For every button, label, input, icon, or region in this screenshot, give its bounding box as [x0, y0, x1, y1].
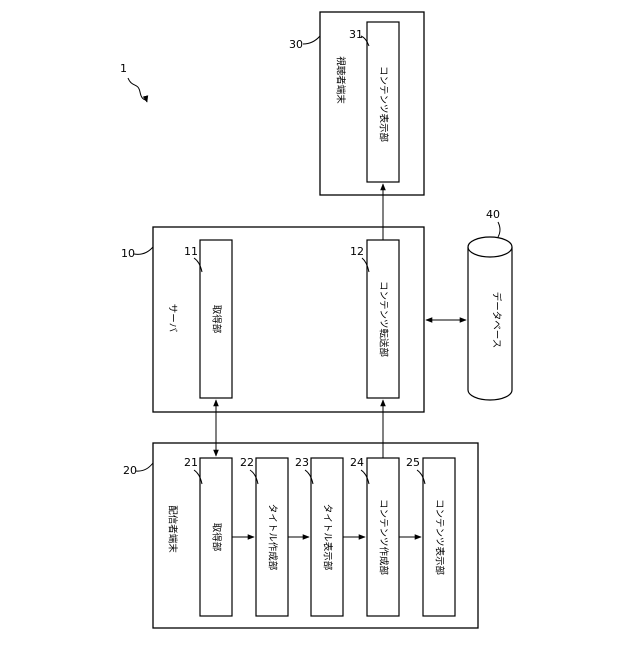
distributor-terminal-label: 配信者端末 — [167, 505, 179, 553]
server-label: サーバ — [167, 304, 178, 333]
distributor-terminal-ref: 20 — [123, 464, 137, 477]
server-content-transfer-label: コンテンツ転送部 — [378, 281, 390, 357]
title-creation-label: タイトル作成部 — [267, 504, 279, 571]
viewer-terminal-label: 視聴者端末 — [335, 56, 347, 104]
viewer-terminal-ref: 30 — [289, 38, 303, 51]
viewer-content-display-ref: 31 — [349, 28, 363, 41]
database-cylinder-body — [468, 247, 512, 400]
database-leader — [498, 222, 500, 237]
viewer-terminal-leader — [303, 36, 320, 44]
server-ref: 10 — [121, 247, 135, 260]
title-display-label: タイトル表示部 — [322, 504, 334, 571]
database-cylinder-top — [468, 237, 512, 257]
distributor-acquisition-label: 取得部 — [211, 523, 223, 552]
distributor-terminal-leader — [136, 463, 153, 471]
viewer-content-display-label: コンテンツ表示部 — [378, 66, 390, 142]
title-creation-ref: 22 — [240, 456, 254, 469]
distributor-content-display-ref: 25 — [406, 456, 420, 469]
content-creation-label: コンテンツ作成部 — [378, 499, 390, 575]
database-label: データベース — [491, 292, 503, 349]
server-leader — [134, 247, 153, 254]
distributor-content-display-label: コンテンツ表示部 — [434, 499, 446, 575]
distributor-acquisition-ref: 21 — [184, 456, 198, 469]
system-ref-leader — [128, 78, 147, 102]
title-display-ref: 23 — [295, 456, 309, 469]
system-ref: 1 — [120, 62, 127, 75]
database-ref: 40 — [486, 208, 500, 221]
content-creation-ref: 24 — [350, 456, 364, 469]
server-acquisition-ref: 11 — [184, 245, 198, 258]
server-acquisition-label: 取得部 — [211, 305, 223, 334]
server-content-transfer-ref: 12 — [350, 245, 364, 258]
